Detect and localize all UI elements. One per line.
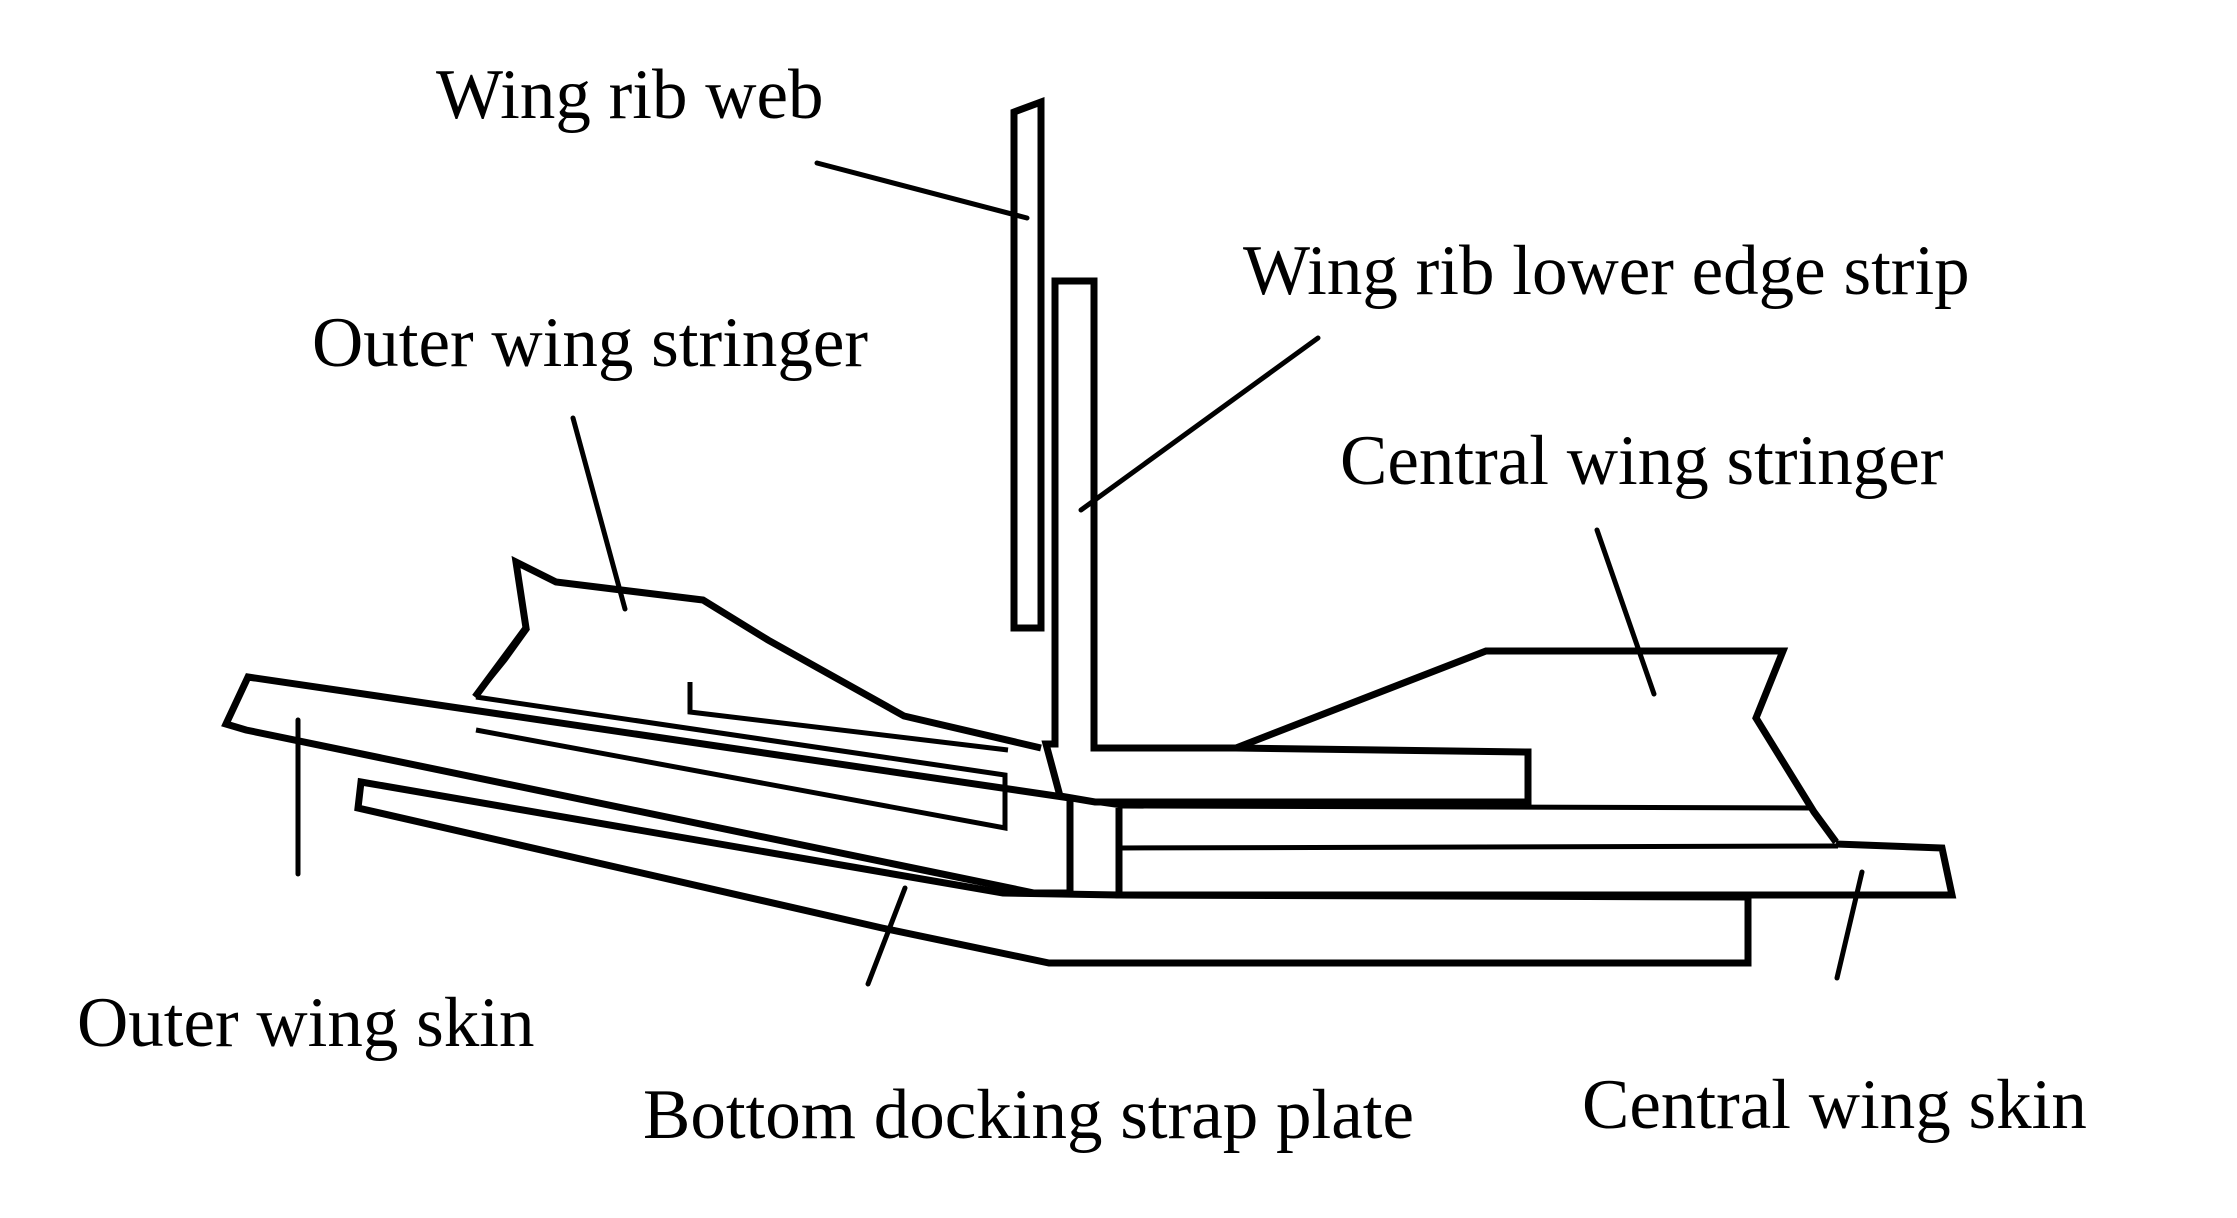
label-outer-wing-stringer: Outer wing stringer [312,304,868,382]
central-wing-stringer-lower [1093,799,1815,811]
leader-wing-rib-web [814,160,1030,221]
wing-rib-web [1010,96,1045,632]
central-wing-stringer [1234,647,1839,845]
bottom-docking-strap-plate [354,777,1752,967]
outer-wing-stringer-cut [473,626,531,699]
outer-wing-skin-inner [475,694,1008,832]
central-wing-skin-top [1118,843,1839,851]
label-bottom-docking-strap-plate: Bottom docking strap plate [643,1076,1414,1154]
outer-wing-stringer-flange [687,682,1009,753]
leader-wing-rib-lower-edge-strip [1078,335,1321,513]
label-outer-wing-skin: Outer wing skin [77,984,535,1062]
outer-wing-stringer [472,555,1042,752]
central-wing-skin [1115,808,1957,899]
leader-central-wing-skin [1834,869,1865,981]
leader-outer-wing-stringer [570,415,628,612]
label-central-wing-stringer: Central wing stringer [1340,422,1944,500]
leader-central-wing-stringer [1594,527,1657,697]
label-wing-rib-lower-edge-strip: Wing rib lower edge strip [1243,232,1970,310]
label-central-wing-skin: Central wing skin [1582,1066,2087,1144]
wing-rib-lower-edge-strip [1041,277,1532,806]
label-wing-rib-web: Wing rib web [436,56,824,134]
outer-wing-skin [221,673,1074,897]
leader-bottom-docking-strap-plate [865,885,908,987]
